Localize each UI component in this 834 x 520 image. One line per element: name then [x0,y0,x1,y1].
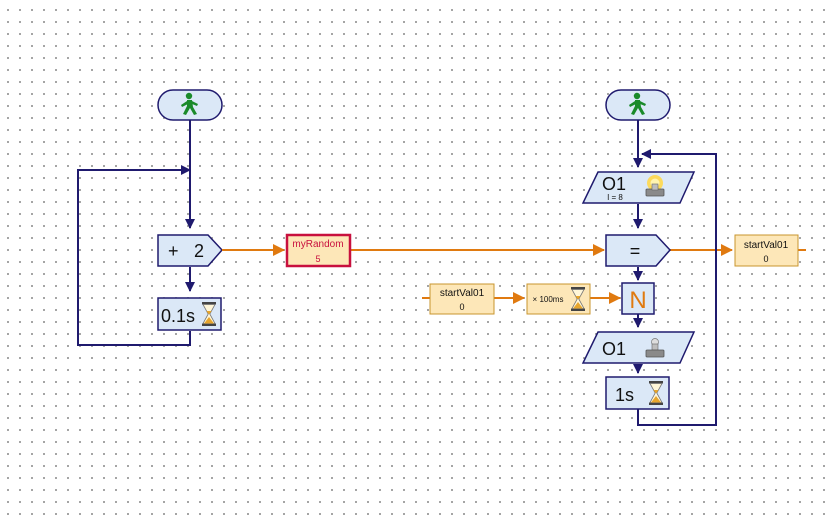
green-walking-man-icon [181,92,198,115]
delay-label: × 100ms [533,295,564,304]
hourglass-icon [202,302,216,326]
output-label: O1 [602,339,626,359]
green-walking-man-icon [629,92,646,115]
delay-multiplier-block[interactable]: × 100ms [526,283,591,315]
lamp-on-icon [645,175,665,197]
wait-n-block[interactable]: N [621,282,655,315]
variable-value: 0 [763,254,768,264]
wait-block-right[interactable]: 1s [605,376,670,410]
output-label: O1 [602,174,626,194]
wait-block-left[interactable]: 0.1s [157,297,222,331]
variable-name: startVal01 [440,288,485,299]
hourglass-icon [571,287,585,311]
output-off-block[interactable]: O1 [581,331,696,364]
output-intensity: I = 8 [607,193,623,202]
right-control-flow [633,120,717,426]
wait-n-letter: N [629,287,646,314]
variable-name: myRandom [292,239,343,250]
wait-duration-label: 0.1s [161,306,195,326]
left-control-flow [77,120,195,346]
output-on-block[interactable]: O1 I = 8 [581,171,696,204]
variable-value: 0 [459,302,464,312]
start-block-right[interactable] [605,89,671,121]
wait-duration-label: 1s [615,385,634,405]
lamp-off-icon [645,338,665,358]
start-block-left[interactable] [157,89,223,121]
operator-value: 2 [194,241,204,261]
variable-startval01-input[interactable]: startVal01 0 [429,283,495,315]
variable-myrandom[interactable]: myRandom 5 [285,233,352,268]
variable-startval01-output[interactable]: startVal01 0 [734,234,799,267]
operator-symbol: + [168,241,179,261]
variable-name: startVal01 [744,240,789,251]
hourglass-icon [649,381,663,405]
compare-block[interactable]: = [605,234,672,267]
add-operator-block[interactable]: + 2 [157,234,224,267]
variable-value: 5 [315,254,320,264]
data-flow-lines [222,244,806,304]
compare-symbol: = [630,241,641,261]
